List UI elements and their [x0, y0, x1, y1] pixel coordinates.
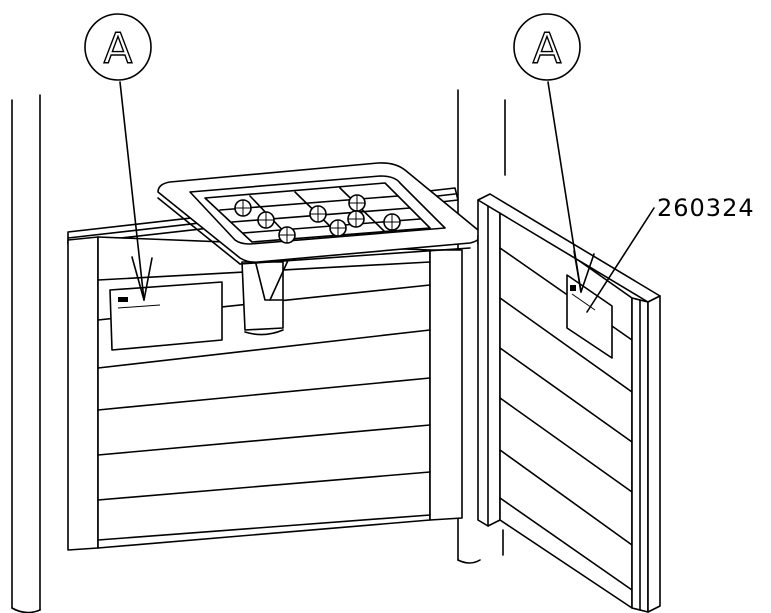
left-sign-plate — [109, 281, 223, 351]
game-balls — [234, 194, 401, 244]
game-table — [157, 162, 481, 336]
part-number-label: 260324 — [657, 194, 755, 222]
right-panel — [477, 193, 661, 613]
left-post — [11, 94, 41, 613]
callout-right-letter: A — [533, 24, 562, 73]
callout-left-letter: A — [104, 24, 133, 73]
callout-right: A — [513, 13, 595, 293]
right-post — [502, 99, 506, 556]
part-number-callout: 260324 — [586, 194, 755, 313]
callout-left: A — [84, 13, 153, 301]
